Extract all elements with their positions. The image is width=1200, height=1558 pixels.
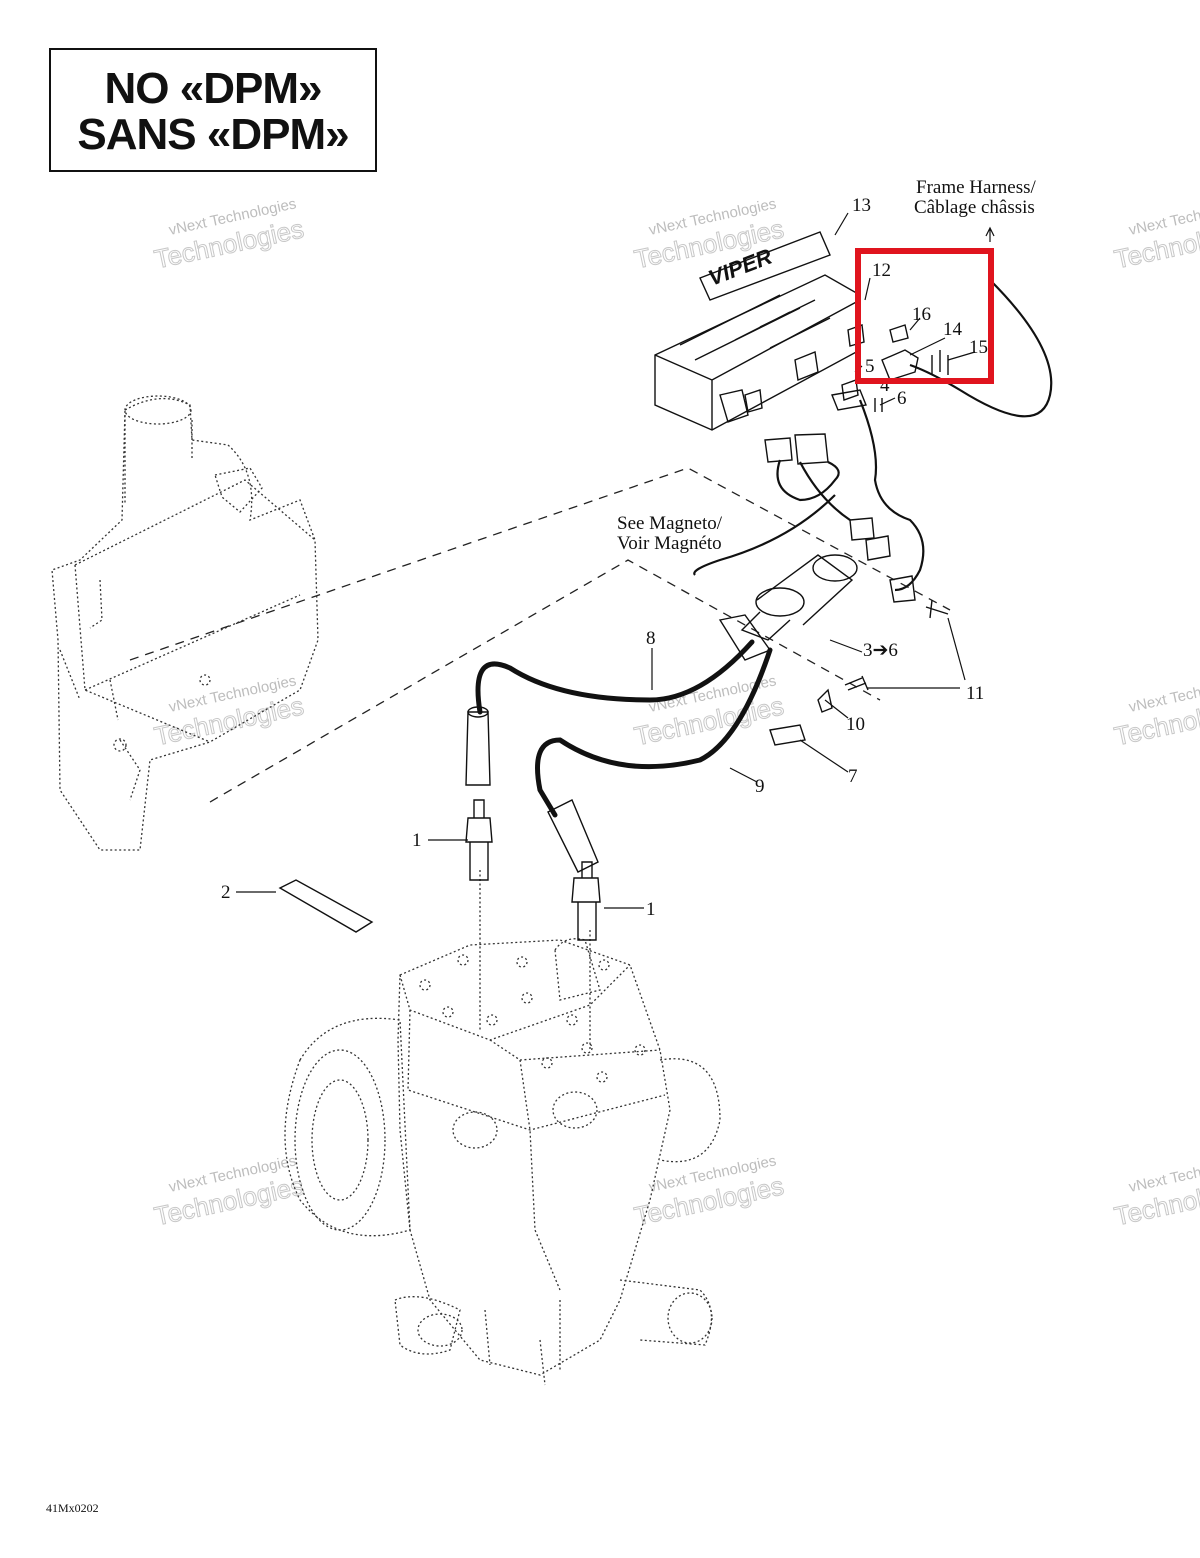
frame-harness-note: Câblage châssis	[914, 197, 1035, 218]
callout-5: 5	[865, 356, 875, 377]
callout-4: 4	[880, 375, 890, 396]
callout-3-to-6: 3➔6	[863, 640, 898, 661]
watermark: vNext Technologies Technologies	[151, 1152, 307, 1232]
callout-11: 11	[966, 683, 984, 704]
watermark: vNext Technologies Technologies	[1111, 195, 1200, 275]
ignition-coil	[718, 554, 858, 713]
wiring-harness	[693, 250, 1053, 592]
high-tension-cables	[475, 639, 773, 818]
callout-7: 7	[848, 766, 858, 787]
harness-connectors	[764, 324, 949, 746]
callout-13: 13	[852, 195, 871, 216]
callout-8: 8	[646, 628, 656, 649]
callout-9: 9	[755, 776, 765, 797]
harness-arrow	[985, 226, 995, 242]
annotations: Frame Harness/ Câblage châssis See Magne…	[617, 177, 1036, 554]
watermark: vNext Technologies Technologies	[151, 672, 307, 752]
callout-2: 2	[221, 882, 231, 903]
title-line-french: SANS «DPM»	[77, 110, 349, 159]
callout-16: 16	[912, 304, 931, 325]
callout-15: 15	[969, 337, 988, 358]
reference-outline	[129, 467, 951, 803]
watermark: vNext Technologies Technologies	[1111, 672, 1200, 752]
figure-code: 41Mx0202	[46, 1501, 99, 1515]
callout-14: 14	[943, 319, 963, 340]
callout-1: 1	[412, 830, 422, 851]
screws	[844, 675, 869, 691]
watermark: vNext Technologies Technologies	[631, 1152, 787, 1232]
watermark: vNext Technologies Technologies	[1111, 1152, 1200, 1232]
ignition-module	[654, 274, 865, 431]
callout-10: 10	[846, 714, 865, 735]
title-box: NO «DPM» SANS «DPM»	[49, 48, 377, 172]
watermark: vNext Technologies Technologies	[151, 195, 307, 275]
magneto-note: Voir Magnéto	[617, 533, 722, 554]
spark-plugs	[465, 799, 601, 941]
callout-numbers: 13 12 16 14 15 5 4 6 3➔6 11 10 7 8 9 1 1…	[221, 195, 988, 920]
callout-6: 6	[897, 388, 907, 409]
magneto-note: See Magneto/	[617, 513, 723, 534]
highlight-box	[855, 248, 994, 384]
gasket-strip	[278, 879, 374, 933]
callout-12: 12	[872, 260, 891, 281]
oil-tank	[51, 395, 319, 851]
spark-plug-caps	[465, 706, 599, 873]
frame-harness-note: Frame Harness/	[916, 177, 1036, 198]
leader-lines	[236, 212, 976, 909]
title-line-english: NO «DPM»	[104, 64, 323, 113]
engine	[284, 870, 721, 1386]
callout-1: 1	[646, 899, 656, 920]
